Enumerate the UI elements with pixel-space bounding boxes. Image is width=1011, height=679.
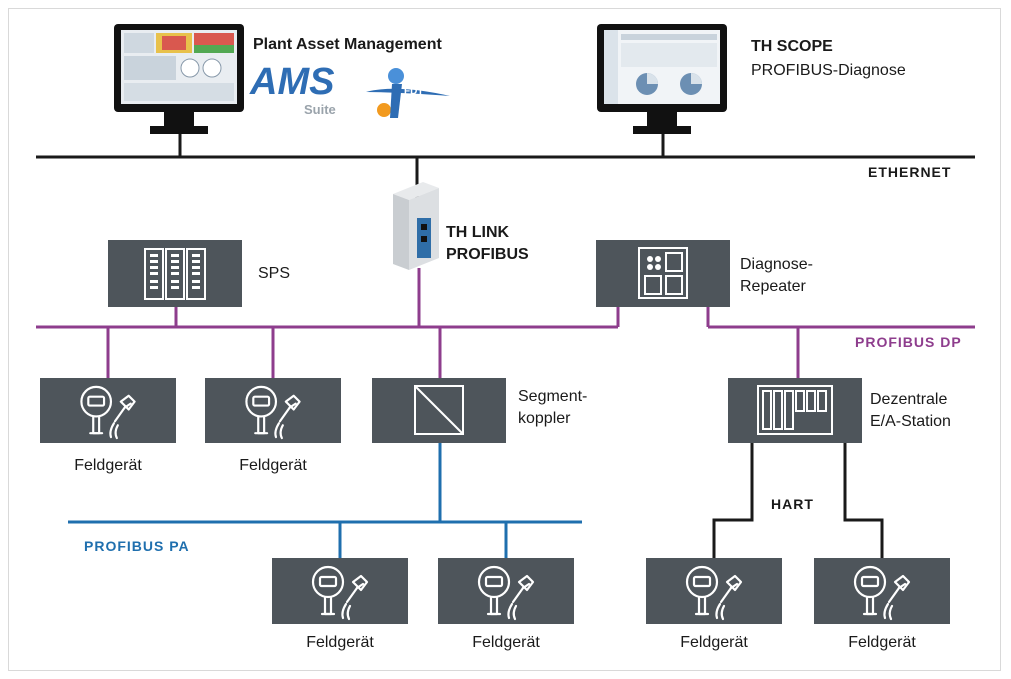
diagnose-repeater-label-line2: Repeater xyxy=(740,278,806,295)
field-device-icon xyxy=(40,378,176,443)
field-device-icon xyxy=(646,558,782,624)
field-device-6 xyxy=(814,558,950,624)
field-device-1 xyxy=(40,378,176,443)
field-device-label: Feldgerät xyxy=(239,457,307,474)
ams-suite-logo: AMS Suite xyxy=(250,61,336,117)
plc-icon xyxy=(144,248,206,300)
gateway-label-line1: TH LINK xyxy=(446,224,510,241)
field-device-3 xyxy=(272,558,408,624)
field-device-label: Feldgerät xyxy=(848,634,916,651)
segmentkoppler-label-line1: Segment- xyxy=(518,388,588,405)
profibus-pa-label: PROFIBUS PA xyxy=(84,538,190,554)
remote-io-label-line1: Dezentrale xyxy=(870,391,948,408)
segmentkoppler-label-line2: koppler xyxy=(518,410,571,427)
profibus-dp-label: PROFIBUS DP xyxy=(855,334,962,350)
repeater-icon xyxy=(638,247,688,299)
sps-label: SPS xyxy=(258,265,291,282)
field-device-label: Feldgerät xyxy=(472,634,540,651)
field-device-icon xyxy=(272,558,408,624)
field-device-icon xyxy=(205,378,341,443)
remote-io-station-device xyxy=(728,378,862,443)
scope-title: TH SCOPE xyxy=(751,38,833,55)
monitor-icon xyxy=(597,24,727,134)
field-device-icon xyxy=(438,558,574,624)
field-device-5 xyxy=(646,558,782,624)
field-device-label: Feldgerät xyxy=(74,457,142,474)
coupler-icon xyxy=(414,385,464,435)
io-rack-icon xyxy=(757,385,833,435)
profibus-dp-bus xyxy=(36,268,975,378)
fdt-logo: FDT xyxy=(362,62,454,122)
diagnose-repeater-device xyxy=(596,240,730,307)
hart-lines xyxy=(712,443,884,558)
diagnose-repeater-label-line1: Diagnose- xyxy=(740,256,813,273)
field-device-4 xyxy=(438,558,574,624)
scope-subtitle: PROFIBUS-Diagnose xyxy=(751,62,906,79)
field-device-2 xyxy=(205,378,341,443)
sps-device xyxy=(108,240,242,307)
field-device-label: Feldgerät xyxy=(680,634,748,651)
gateway-label-line2: PROFIBUS xyxy=(446,246,529,263)
field-device-label: Feldgerät xyxy=(306,634,374,651)
remote-io-label-line2: E/A-Station xyxy=(870,413,951,430)
fdt-logo-icon xyxy=(366,68,450,118)
field-device-icon xyxy=(814,558,950,624)
ethernet-bus xyxy=(36,134,975,236)
diagram-frame xyxy=(8,8,1001,671)
segmentkoppler-device xyxy=(372,378,506,443)
ams-title: Plant Asset Management xyxy=(253,36,442,53)
monitor-icon xyxy=(114,24,244,134)
din-rail-gateway-icon xyxy=(393,182,439,270)
ethernet-label: ETHERNET xyxy=(868,164,952,180)
hart-label: HART xyxy=(771,496,814,512)
profibus-pa-bus xyxy=(68,443,582,558)
